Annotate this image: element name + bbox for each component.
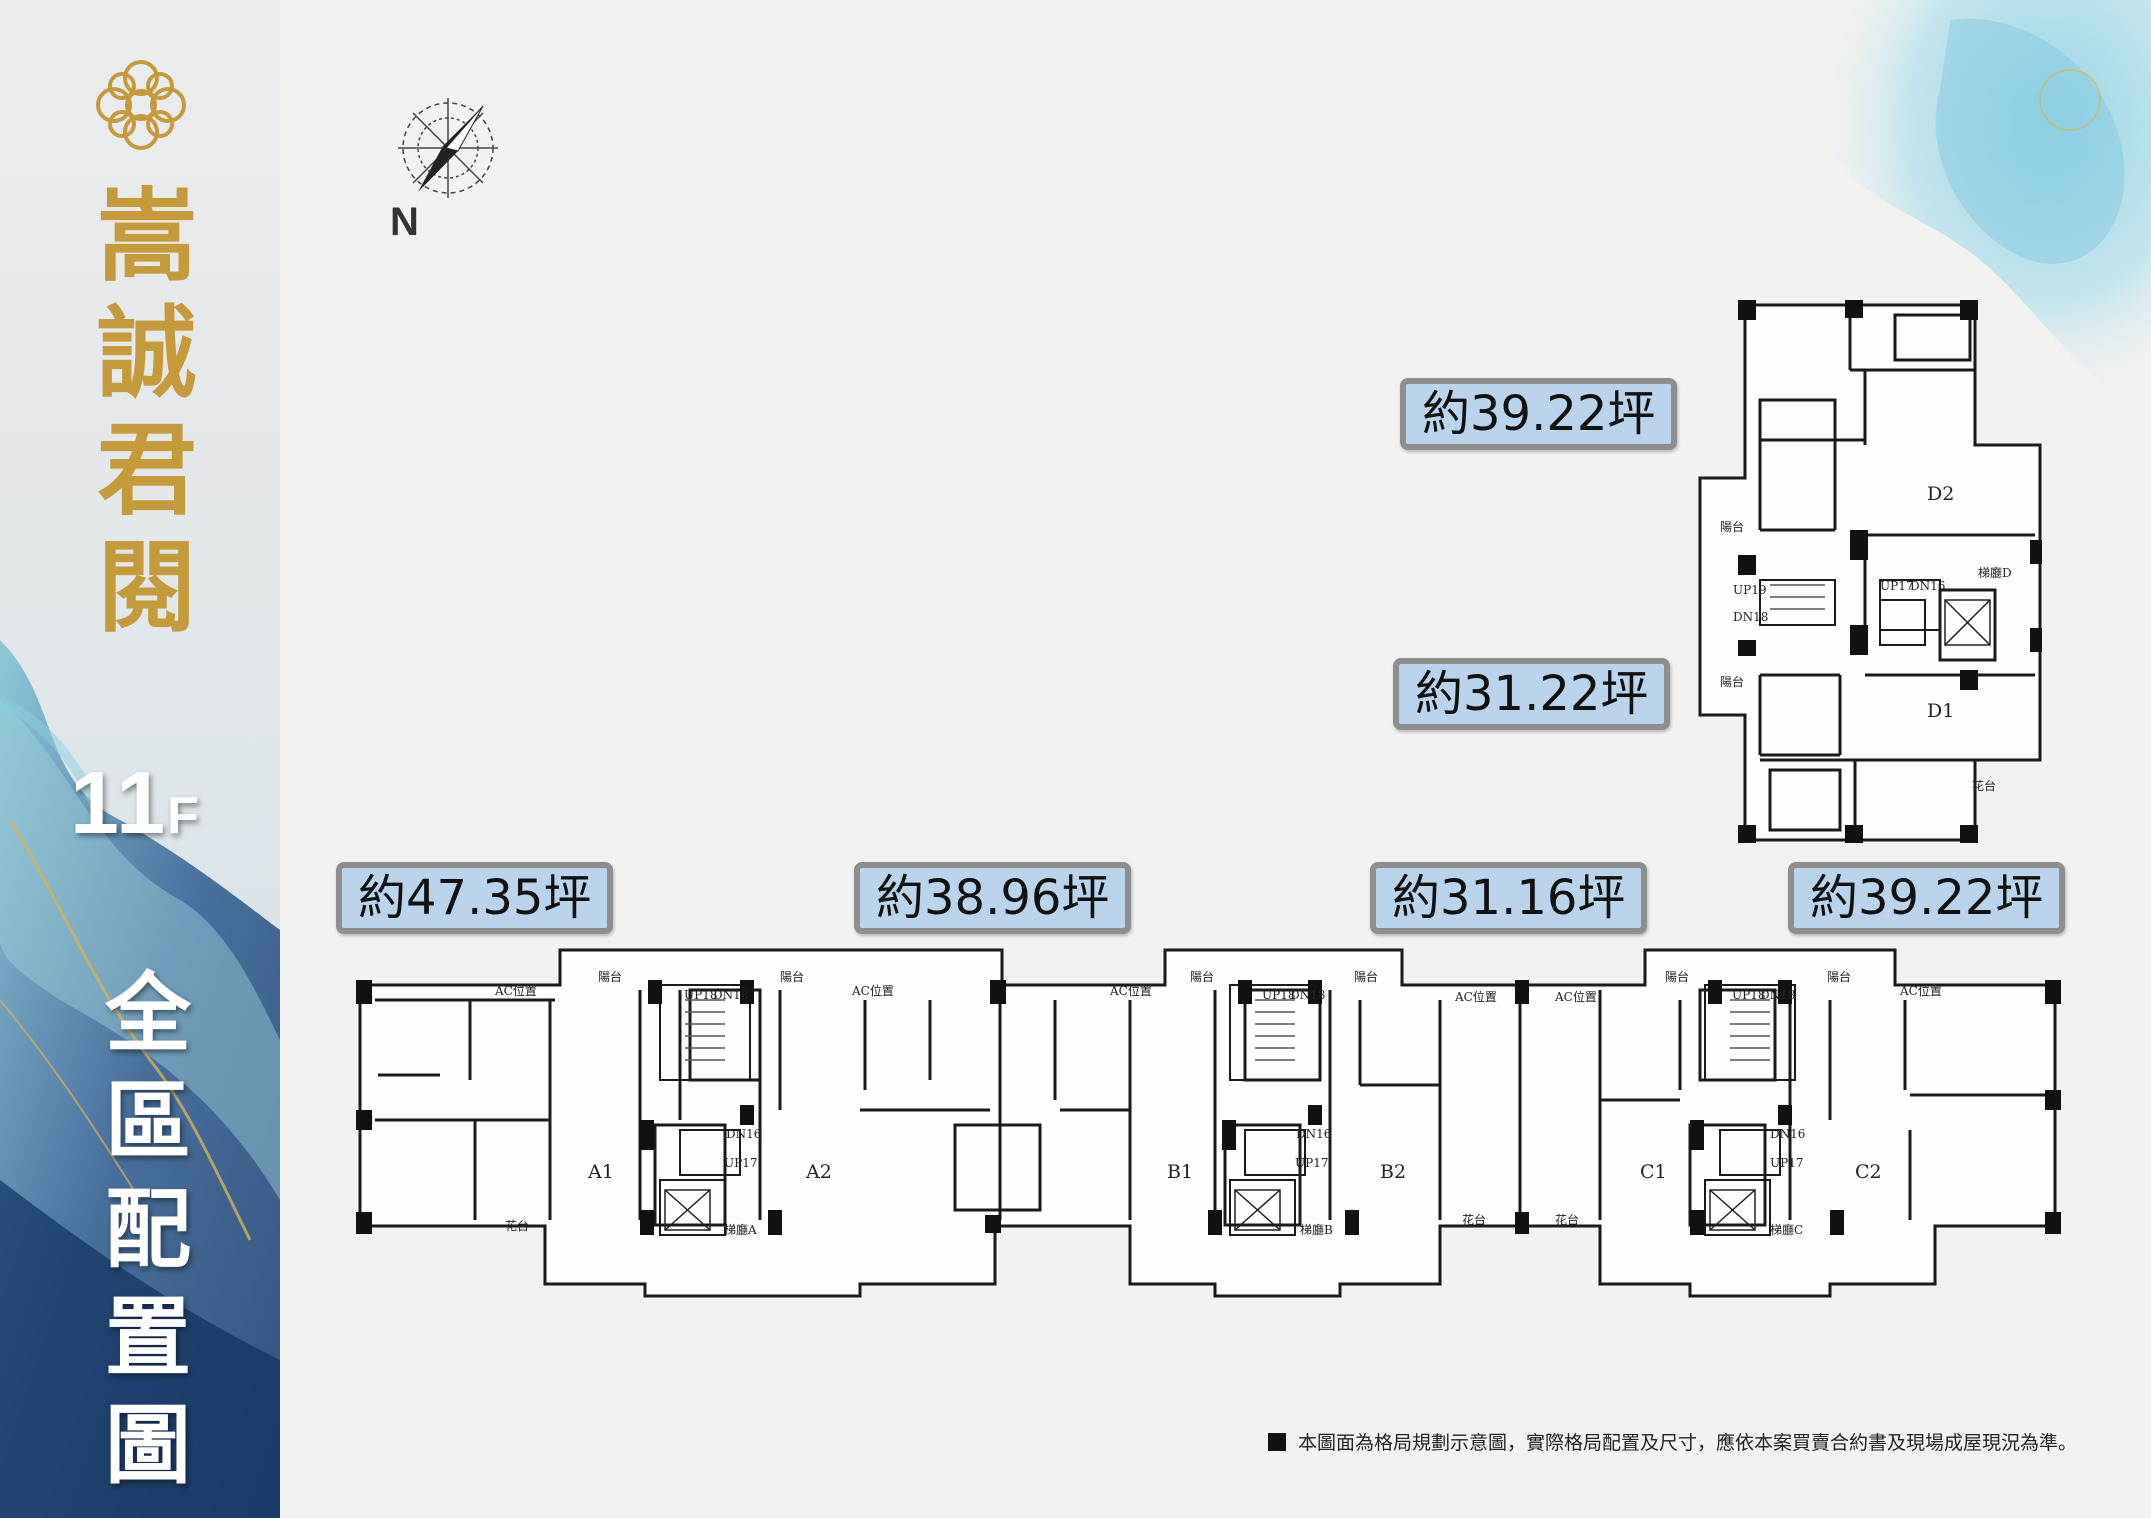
stair-c-up-label: UP18 xyxy=(1732,988,1765,1002)
area-label-c2: 約39.22坪 xyxy=(1788,862,2066,934)
plan-title: 全區配置圖 xyxy=(105,964,191,1496)
area-label-a2: 約38.96坪 xyxy=(854,862,1132,934)
ac-label-b1: AC位置 xyxy=(1109,983,1152,998)
stair-d-dn16-label: DN16 xyxy=(1910,579,1945,593)
lobby-a-label: 梯廳A xyxy=(724,1222,757,1237)
balcony-label-b1: 陽台 xyxy=(1190,969,1214,984)
elevator-icons xyxy=(664,599,1991,1231)
unit-b1-label: B1 xyxy=(1167,1161,1193,1183)
disclaimer-footnote: 本圖面為格局規劃示意圖，實際格局配置及尺寸，應依本案買賣合約書及現場成屋現況為準… xyxy=(1268,1428,2077,1455)
balcony-label-d2: 陽台 xyxy=(1720,519,1744,534)
floor-suffix: F xyxy=(167,787,201,845)
stair-d-up19-label: UP19 xyxy=(1733,583,1766,597)
balcony-label-c1: 陽台 xyxy=(1665,969,1689,984)
plan-outline xyxy=(358,303,2057,1298)
stair-d-dn18-label: DN18 xyxy=(1733,610,1768,624)
lobby-c-label: 梯廳C xyxy=(1770,1222,1803,1237)
stair-c-up17-label: UP17 xyxy=(1770,1156,1803,1170)
balcony-label-a1: 陽台 xyxy=(598,969,622,984)
sidebar-background xyxy=(0,0,280,1518)
unit-c1-label: C1 xyxy=(1640,1161,1667,1183)
compass-north-label: N xyxy=(390,200,419,244)
stair-b-dn-label: DN18 xyxy=(1290,988,1325,1002)
planter-label-d: 花台 xyxy=(1972,778,1996,793)
lobby-d-label: 梯廳D xyxy=(1978,565,2012,580)
unit-d2-label: D2 xyxy=(1927,483,1954,505)
planter-label-b: 花台 xyxy=(1462,1212,1486,1227)
area-label-d1: 約31.22坪 xyxy=(1393,658,1671,730)
brand-logo-icon xyxy=(96,60,186,150)
balcony-label-d1: 陽台 xyxy=(1720,674,1744,689)
ac-label-b2: AC位置 xyxy=(1454,989,1497,1004)
unit-a1-label: A1 xyxy=(587,1161,614,1183)
brand-title: 嵩誠君閱 xyxy=(97,177,197,646)
stair-a-up17-label: UP17 xyxy=(724,1156,757,1170)
disclaimer-text: 本圖面為格局規劃示意圖，實際格局配置及尺寸，應依本案買賣合約書及現場成屋現況為準… xyxy=(1298,1432,2078,1454)
floor-number: 11 xyxy=(70,753,168,852)
unit-b2-label: B2 xyxy=(1380,1161,1406,1183)
ac-label-c1: AC位置 xyxy=(1554,989,1597,1004)
unit-d1-label: D1 xyxy=(1927,700,1954,722)
stair-b-up-label: UP18 xyxy=(1262,988,1295,1002)
balcony-label-b2: 陽台 xyxy=(1354,969,1378,984)
balcony-label-c2: 陽台 xyxy=(1827,969,1851,984)
ac-label-a2: AC位置 xyxy=(851,983,894,998)
stair-a-dn-label: DN18 xyxy=(713,988,748,1002)
sidebar: 嵩誠君閱 11F 全區配置圖 xyxy=(0,0,280,1518)
watercolor-decoration xyxy=(1808,0,2151,420)
floor-label: 11F xyxy=(70,752,201,854)
balcony-label-a2: 陽台 xyxy=(780,969,804,984)
stair-a-dn16-label: DN16 xyxy=(726,1127,761,1141)
area-label-b2: 約31.16坪 xyxy=(1370,862,1648,934)
bullet-square-icon xyxy=(1268,1433,1286,1451)
stair-cores xyxy=(659,579,1941,1236)
stair-a-up-label: UP18 xyxy=(684,988,717,1002)
unit-c2-label: C2 xyxy=(1855,1161,1882,1183)
compass-icon xyxy=(398,98,498,198)
stair-b-dn16-label: DN16 xyxy=(1296,1127,1331,1141)
ac-label-c2: AC位置 xyxy=(1899,983,1942,998)
stair-c-dn16-label: DN16 xyxy=(1770,1127,1805,1141)
stair-b-up17-label: UP17 xyxy=(1295,1156,1328,1170)
ac-label-a1: AC位置 xyxy=(494,983,537,998)
planter-label-a: 花台 xyxy=(505,1218,529,1233)
planter-label-c: 花台 xyxy=(1555,1212,1579,1227)
stair-treads xyxy=(685,584,1825,1061)
area-label-a1: 約47.35坪 xyxy=(336,862,614,934)
stair-c-dn-label: DN18 xyxy=(1760,988,1795,1002)
interior-walls xyxy=(375,310,2050,1227)
area-label-d2: 約39.22坪 xyxy=(1400,378,1678,450)
unit-a2-label: A2 xyxy=(805,1161,832,1183)
structural-columns xyxy=(356,300,2061,1235)
lobby-b-label: 梯廳B xyxy=(1300,1222,1333,1237)
stair-d-up17-label: UP17 xyxy=(1880,579,1913,593)
